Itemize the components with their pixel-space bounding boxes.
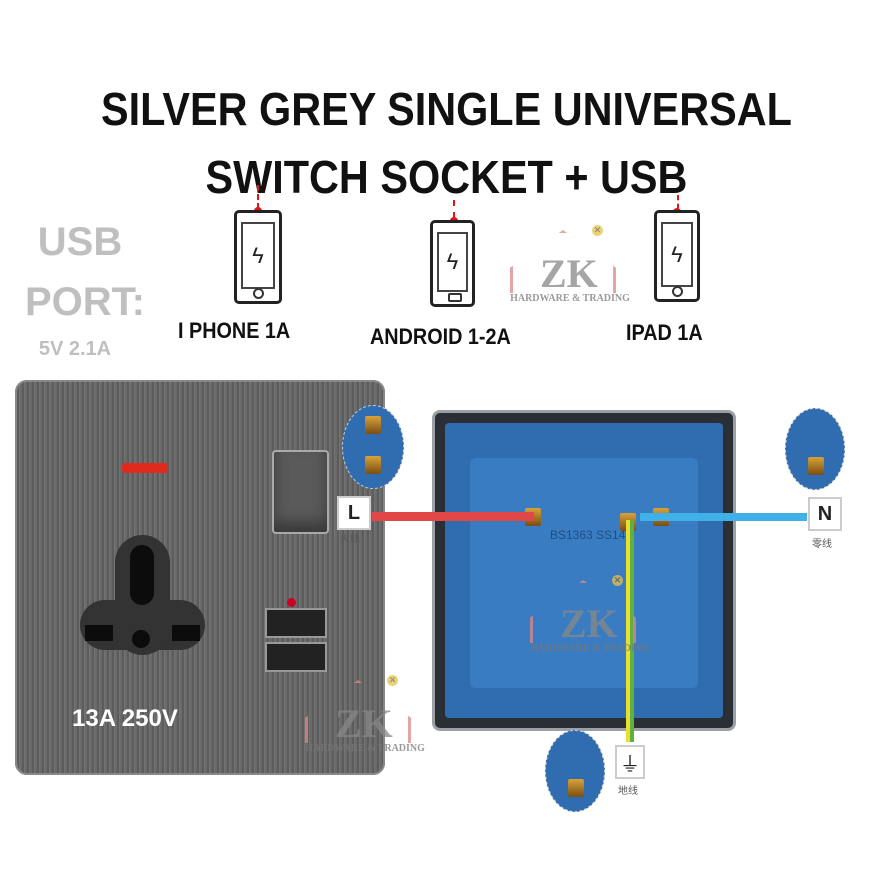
usb-port-2[interactable]	[265, 642, 327, 672]
earth-symbol-icon: ⏚	[615, 745, 645, 779]
socket-front-plate: 13A 250V	[15, 380, 385, 775]
title-line-1: SILVER GREY SINGLE UNIVERSAL	[101, 83, 792, 135]
live-label: L	[337, 496, 371, 530]
neutral-wire	[640, 513, 807, 521]
earth-terminal-inset	[545, 730, 605, 812]
usb-port-label-2: PORT:	[25, 280, 145, 324]
title-line-2: SWITCH SOCKET + USB	[205, 151, 688, 203]
neutral-label: N	[808, 497, 842, 531]
usb-port-1[interactable]	[265, 608, 327, 638]
tablet-charging-icon: ϟ	[654, 210, 700, 302]
phone-charging-icon: ϟ	[430, 220, 475, 307]
earth-wire	[626, 520, 634, 742]
live-label-cn: 火线	[340, 534, 360, 545]
back-marking: BS1363 SS145	[550, 528, 633, 542]
rating-text: 13A 250V	[72, 705, 178, 732]
device-label-ipad: IPAD 1A	[626, 320, 703, 345]
neutral-label-cn: 零线	[812, 539, 832, 550]
usb-indicator-light	[287, 598, 296, 607]
earth-label-cn: 地线	[618, 786, 638, 797]
indicator-line	[257, 185, 259, 209]
device-label-iphone: I PHONE 1A	[178, 318, 291, 343]
neutral-terminal-inset	[785, 408, 845, 490]
socket-back-view: BS1363 SS145	[432, 410, 736, 731]
phone-charging-icon: ϟ	[234, 210, 282, 304]
indicator-line	[677, 195, 679, 209]
rocker-switch[interactable]	[272, 450, 329, 534]
usb-spec: 5V 2.1A	[38, 338, 112, 360]
live-terminal-inset	[342, 405, 404, 489]
usb-port-label: USB	[37, 220, 123, 264]
live-wire	[372, 512, 534, 521]
device-label-android: ANDROID 1-2A	[370, 324, 511, 349]
indicator-line	[453, 200, 455, 218]
power-indicator-light	[122, 463, 168, 473]
universal-outlet	[70, 530, 215, 690]
